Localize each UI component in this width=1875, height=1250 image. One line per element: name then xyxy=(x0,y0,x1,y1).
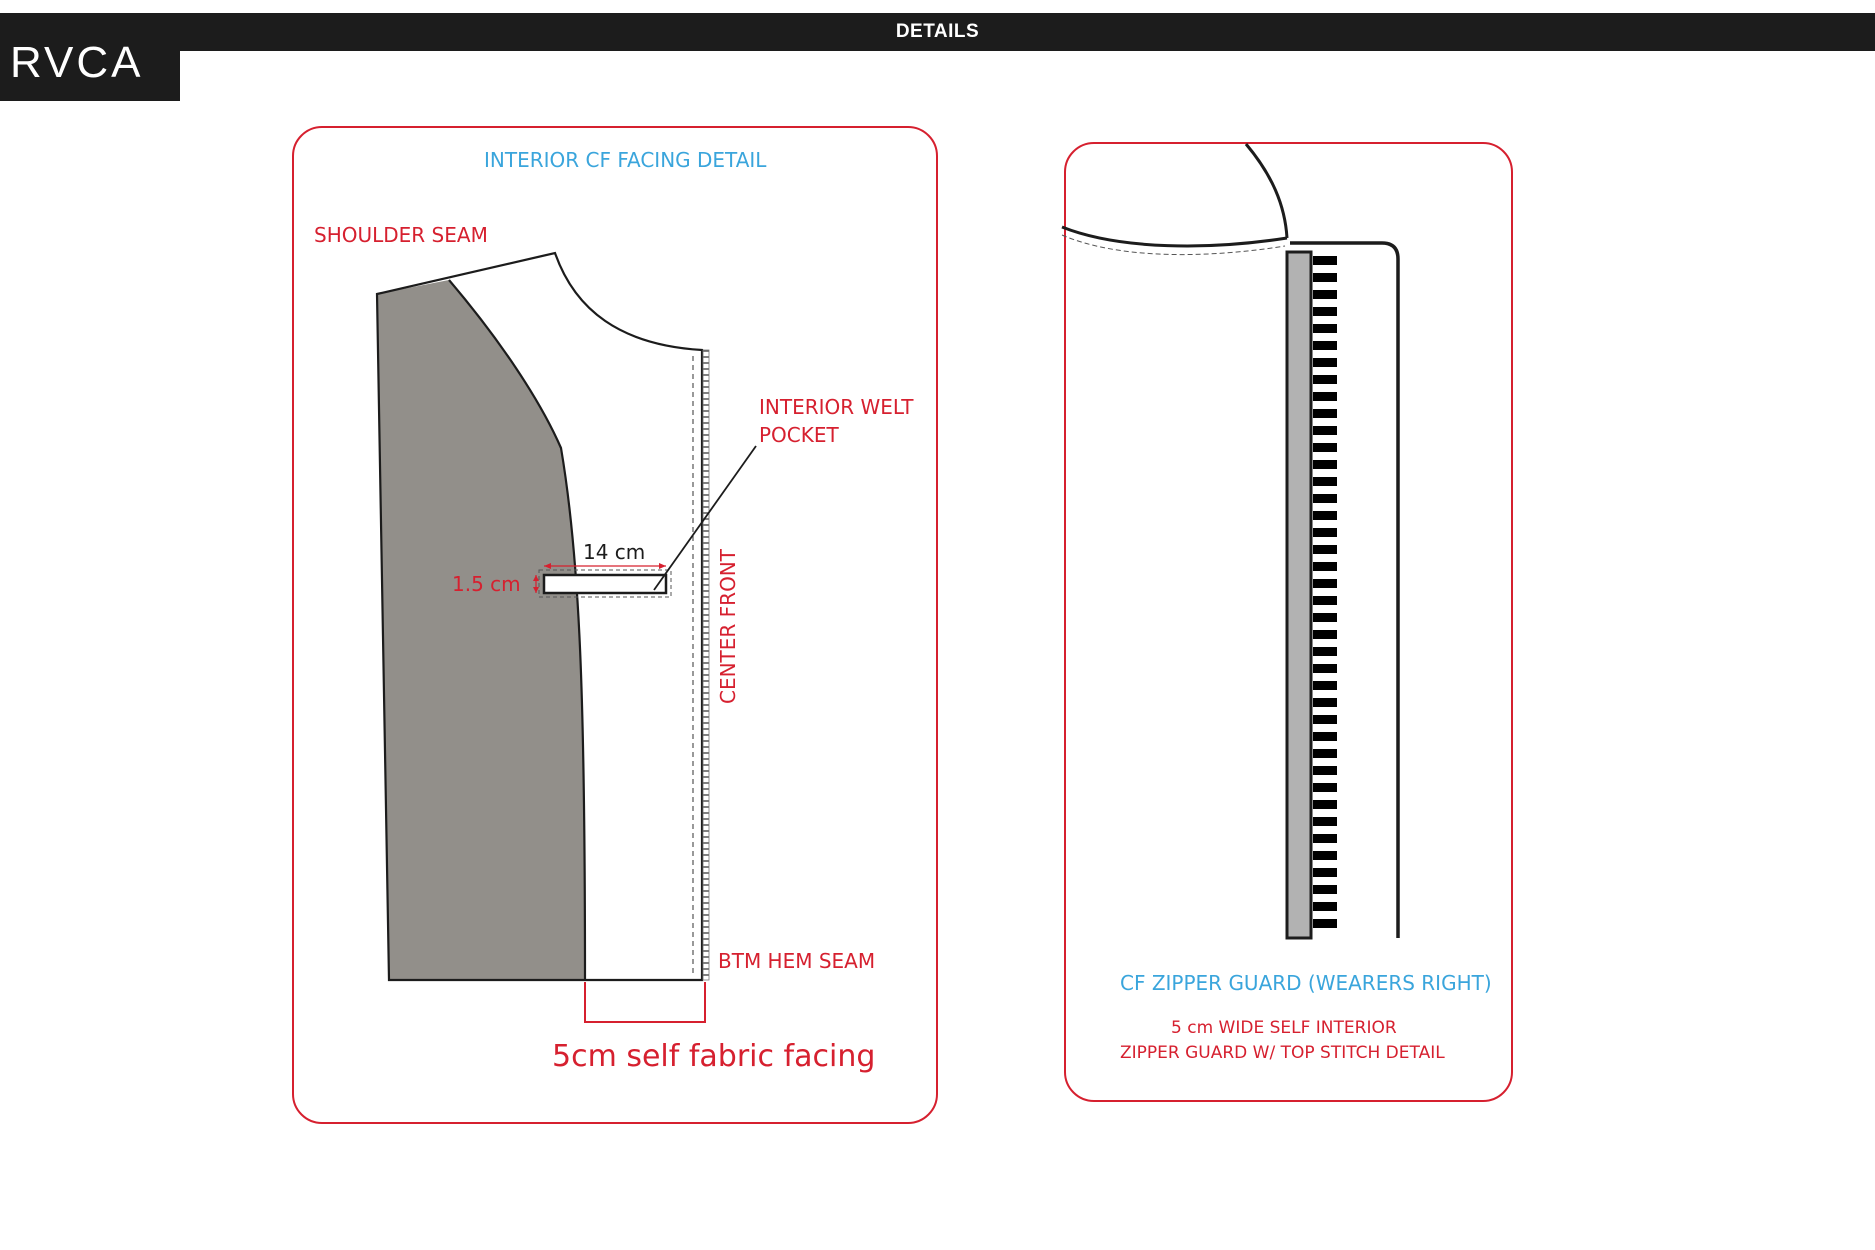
zipper-tooth xyxy=(1313,766,1337,775)
facing-width-bracket xyxy=(584,982,706,1023)
zipper-tooth xyxy=(1313,647,1337,656)
welt-pocket xyxy=(542,573,668,595)
zipper-guard-outline xyxy=(1290,241,1400,938)
zipper-tooth xyxy=(1313,919,1337,928)
zipper-tooth xyxy=(1313,443,1337,452)
brand-logo-text: RVCA xyxy=(10,38,144,87)
zipper-tooth xyxy=(1313,511,1337,520)
zipper-tooth xyxy=(1313,851,1337,860)
zipper-tooth xyxy=(1313,664,1337,673)
header-bar: DETAILS xyxy=(0,13,1875,51)
zipper-tooth xyxy=(1313,885,1337,894)
zipper-tooth xyxy=(1313,868,1337,877)
zipper-tooth xyxy=(1313,817,1337,826)
zipper-tooth xyxy=(1313,460,1337,469)
zipper-tooth xyxy=(1313,579,1337,588)
zipper-tooth xyxy=(1313,715,1337,724)
shoulder-seam-label: SHOULDER SEAM xyxy=(314,223,488,247)
zipper-tooth xyxy=(1313,341,1337,350)
collar-stitch xyxy=(1061,234,1286,256)
collar-seam xyxy=(1061,225,1288,248)
zipper-tooth xyxy=(1313,494,1337,503)
zipper-tooth xyxy=(1313,392,1337,401)
zipper-teeth xyxy=(1313,256,1337,928)
zipper-tooth xyxy=(1313,749,1337,758)
zipper-tape xyxy=(1285,250,1313,940)
zipper-tooth xyxy=(1313,596,1337,605)
zipper-tooth xyxy=(1313,375,1337,384)
zipper-tooth xyxy=(1313,630,1337,639)
zipper-tooth xyxy=(1313,290,1337,299)
zipper-tooth xyxy=(1313,698,1337,707)
zipper-guard-note-line2: ZIPPER GUARD W/ TOP STITCH DETAIL xyxy=(1120,1043,1445,1063)
pocket-width-label: 14 cm xyxy=(583,540,646,564)
zipper-tooth xyxy=(1313,528,1337,537)
zipper-tooth xyxy=(1313,562,1337,571)
zipper-tooth xyxy=(1313,409,1337,418)
zipper-tooth xyxy=(1313,324,1337,333)
zipper-tooth xyxy=(1313,358,1337,367)
zipper-tooth xyxy=(1313,613,1337,622)
welt-pocket-label-line2: POCKET xyxy=(759,423,839,447)
left-panel-title: INTERIOR CF FACING DETAIL xyxy=(484,148,767,172)
right-panel-title: CF ZIPPER GUARD (WEARERS RIGHT) xyxy=(1120,971,1492,995)
zipper-tooth xyxy=(1313,834,1337,843)
btm-hem-seam-label: BTM HEM SEAM xyxy=(718,949,876,973)
center-front-label: CENTER FRONT xyxy=(715,548,740,704)
facing-gray-area xyxy=(377,280,585,980)
zipper-tooth xyxy=(1313,681,1337,690)
zipper-tooth xyxy=(1313,732,1337,741)
garment-outline xyxy=(375,251,704,982)
page-title: DETAILS xyxy=(895,21,980,42)
pocket-height-label: 1.5 cm xyxy=(452,572,521,596)
zipper-tooth xyxy=(1313,902,1337,911)
zipper-tooth xyxy=(1313,256,1337,265)
zipper-tooth xyxy=(1313,477,1337,486)
collar-curve xyxy=(1244,143,1289,239)
zipper-tooth xyxy=(1313,545,1337,554)
welt-pocket-label-line1: INTERIOR WELT xyxy=(759,395,914,419)
facing-seam-line xyxy=(448,279,587,981)
welt-pocket-stitch xyxy=(538,569,672,598)
zipper-tooth xyxy=(1313,426,1337,435)
pocket-leader-line xyxy=(653,445,757,591)
zipper-tooth xyxy=(1313,273,1337,282)
brand-logo: RVCA xyxy=(0,13,180,101)
zipper-tooth xyxy=(1313,307,1337,316)
zipper-guard-note-line1: 5 cm WIDE SELF INTERIOR xyxy=(1171,1018,1397,1038)
zipper-tooth xyxy=(1313,783,1337,792)
facing-note: 5cm self fabric facing xyxy=(552,1039,876,1074)
center-front-zipper xyxy=(702,349,710,981)
zipper-tooth xyxy=(1313,800,1337,809)
